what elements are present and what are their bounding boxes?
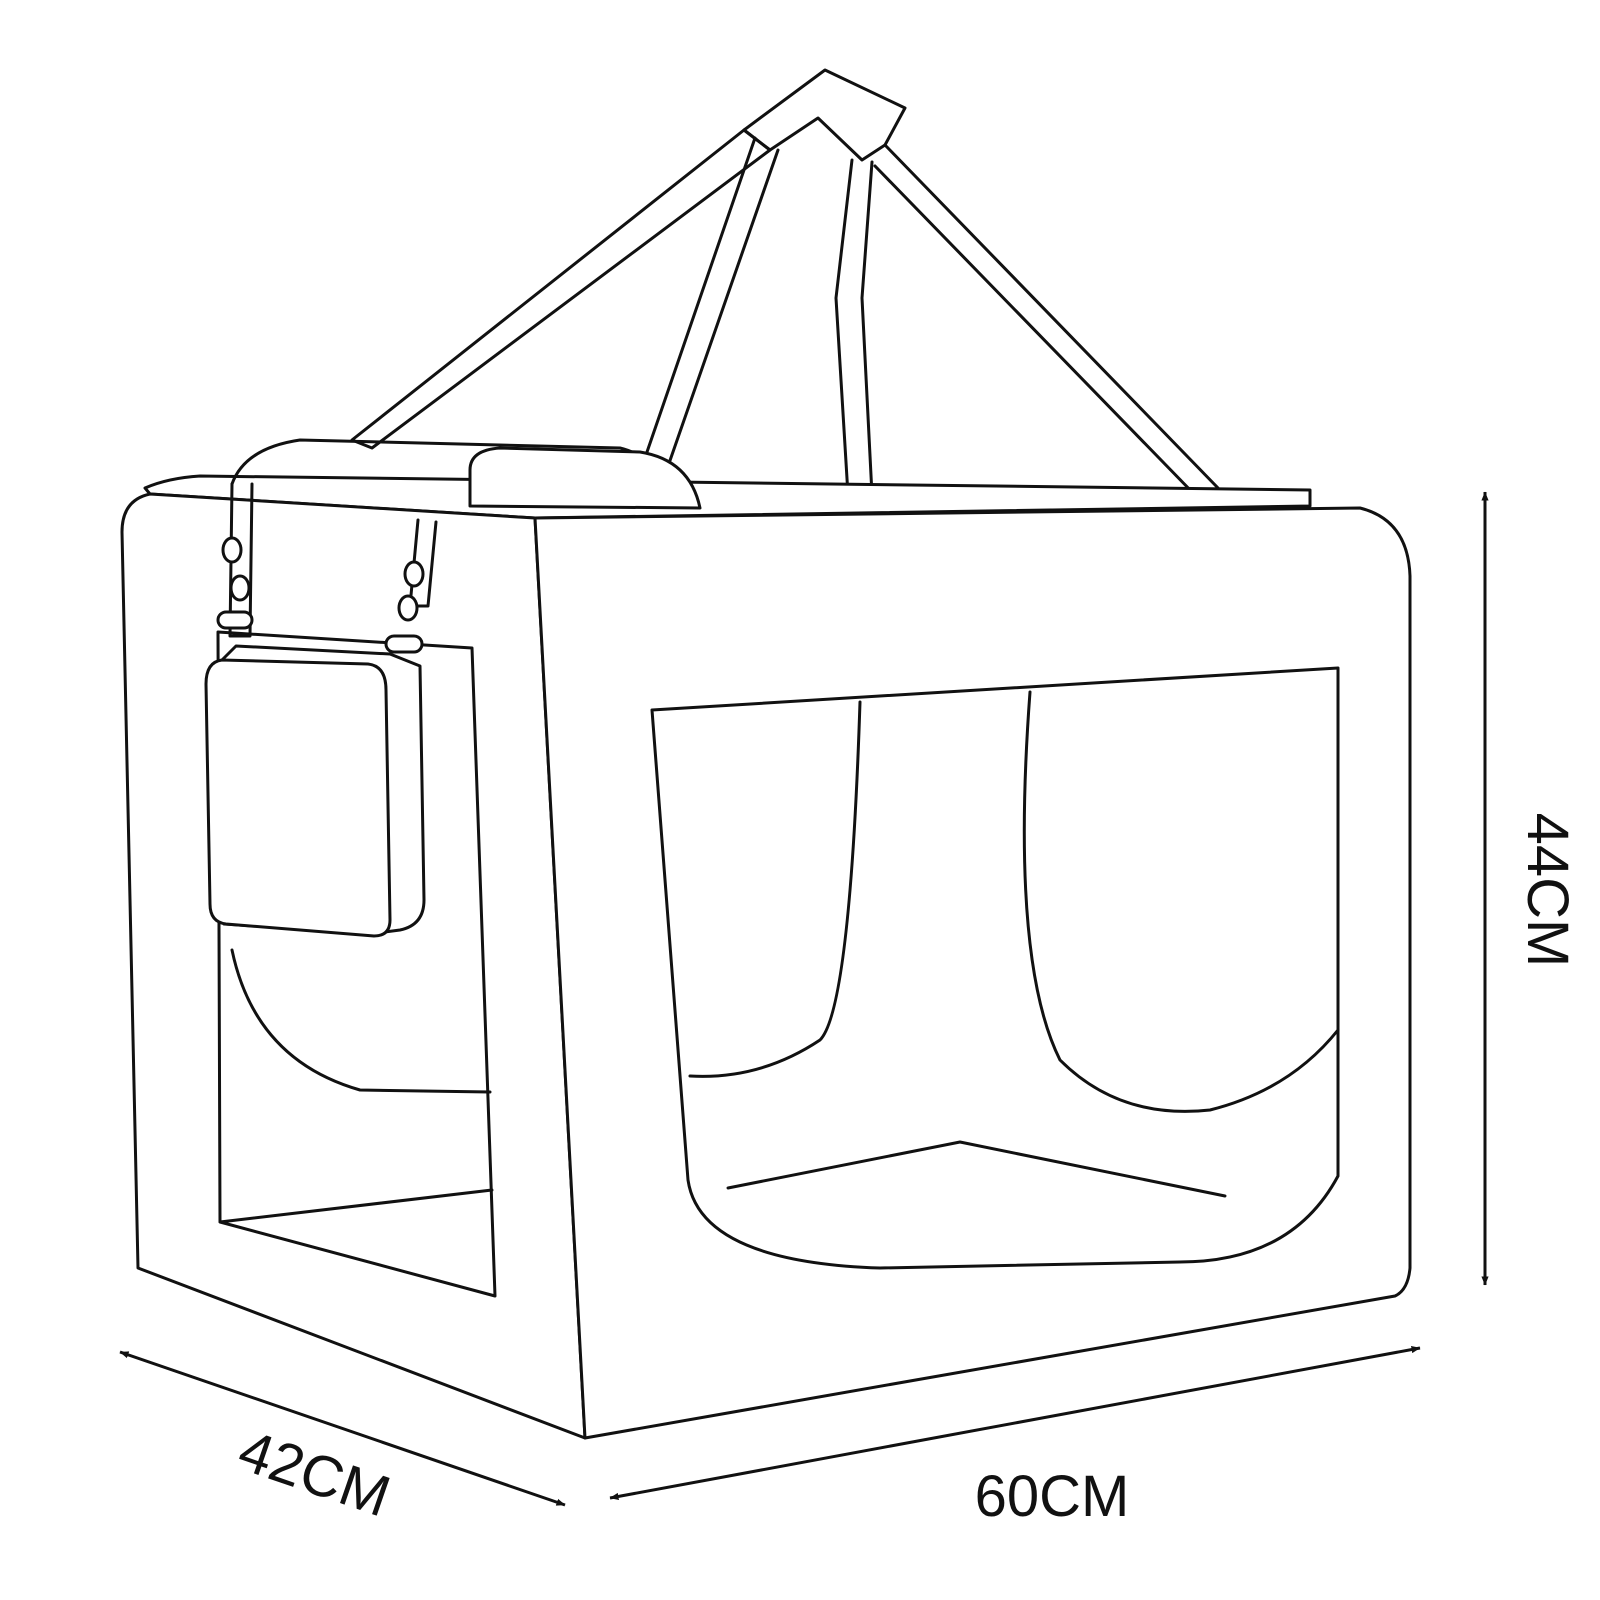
width-arrow (609, 1346, 1421, 1500)
top-cushion (468, 446, 702, 510)
hanging-pouch (204, 482, 438, 938)
front-panel (533, 506, 1412, 1440)
depth-arrow (119, 1350, 566, 1507)
width-label: 60CM (975, 1464, 1130, 1529)
height-label: 44CM (1515, 813, 1580, 968)
side-panel (120, 492, 587, 1440)
front-window-frame (650, 666, 1340, 1270)
depth-label: 42CM (231, 1418, 398, 1530)
